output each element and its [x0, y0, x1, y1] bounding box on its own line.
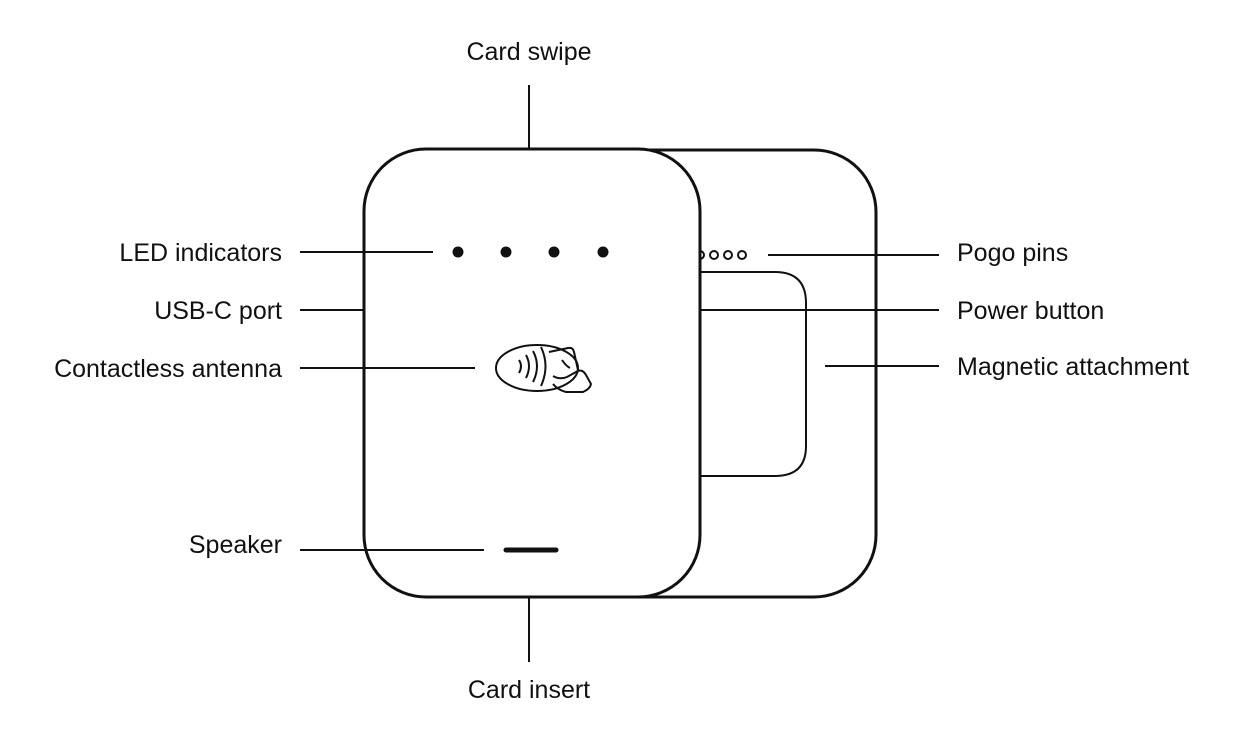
label-magnetic-attachment: Magnetic attachment [957, 353, 1189, 381]
label-power-button: Power button [957, 297, 1104, 325]
pogo-pin [723, 250, 733, 260]
pogo-pin [709, 250, 719, 260]
contactless-payment-icon [495, 344, 593, 393]
led-indicator [548, 246, 560, 258]
led-indicator [597, 246, 609, 258]
label-card-insert: Card insert [468, 676, 590, 704]
led-indicator [452, 246, 464, 258]
led-indicator [500, 246, 512, 258]
label-pogo-pins: Pogo pins [957, 239, 1068, 267]
magnetic-attachment-plate [690, 271, 807, 477]
front-housing [362, 147, 702, 599]
label-contactless-antenna: Contactless antenna [54, 355, 282, 383]
label-speaker: Speaker [189, 531, 282, 559]
label-card-swipe: Card swipe [466, 38, 591, 66]
led-indicators [452, 246, 609, 258]
label-led-indicators: LED indicators [119, 239, 282, 267]
pogo-pin [737, 250, 747, 260]
label-usb-c-port: USB-C port [154, 297, 282, 325]
